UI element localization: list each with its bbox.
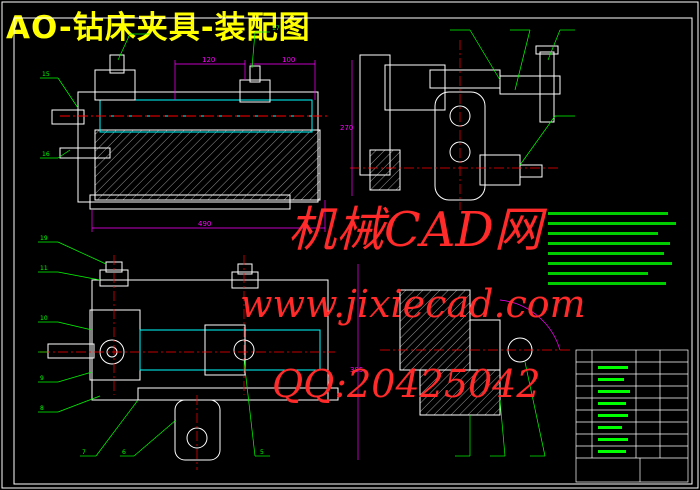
label-9: 9 xyxy=(40,375,44,382)
label-7: 7 xyxy=(82,449,86,456)
top-view-leaders xyxy=(38,241,270,457)
dimension-d3: 490 xyxy=(198,220,211,228)
top-view-centerlines xyxy=(40,255,335,470)
label-8: 8 xyxy=(40,405,44,412)
label-17: 17 xyxy=(272,25,280,32)
page-title: AO-钻床夹具-装配图 xyxy=(6,10,311,46)
section-view xyxy=(380,289,570,416)
front-view xyxy=(51,54,330,210)
watermark-site-name: 机械CAD网 xyxy=(288,202,542,258)
dimension-d1: 120 xyxy=(202,56,215,64)
dimension-d4: 270 xyxy=(340,124,353,132)
watermark-url: www.jixiecad.com xyxy=(240,282,586,326)
label-6: 6 xyxy=(122,449,126,456)
label-5: 5 xyxy=(260,449,264,456)
side-view-centerlines xyxy=(350,40,560,210)
label-16: 16 xyxy=(42,151,50,158)
side-view xyxy=(359,45,561,201)
dimension-d2: 100 xyxy=(282,56,295,64)
technical-notes xyxy=(548,212,676,285)
front-view-dimensions xyxy=(91,60,326,232)
top-view xyxy=(47,261,339,461)
label-19: 19 xyxy=(40,235,48,242)
title-block-text xyxy=(598,366,630,453)
front-view-leaders xyxy=(40,31,270,159)
watermark-qq: QQ:20425042 xyxy=(272,362,541,406)
label-11: 11 xyxy=(40,265,48,272)
side-view-leaders xyxy=(450,29,575,166)
drawing-frame xyxy=(13,17,693,485)
section-view-leaders xyxy=(455,361,546,457)
dimension-d5: 385 xyxy=(350,366,363,374)
label-10: 10 xyxy=(40,315,48,322)
label-15: 15 xyxy=(42,71,50,78)
title-block xyxy=(575,349,689,483)
